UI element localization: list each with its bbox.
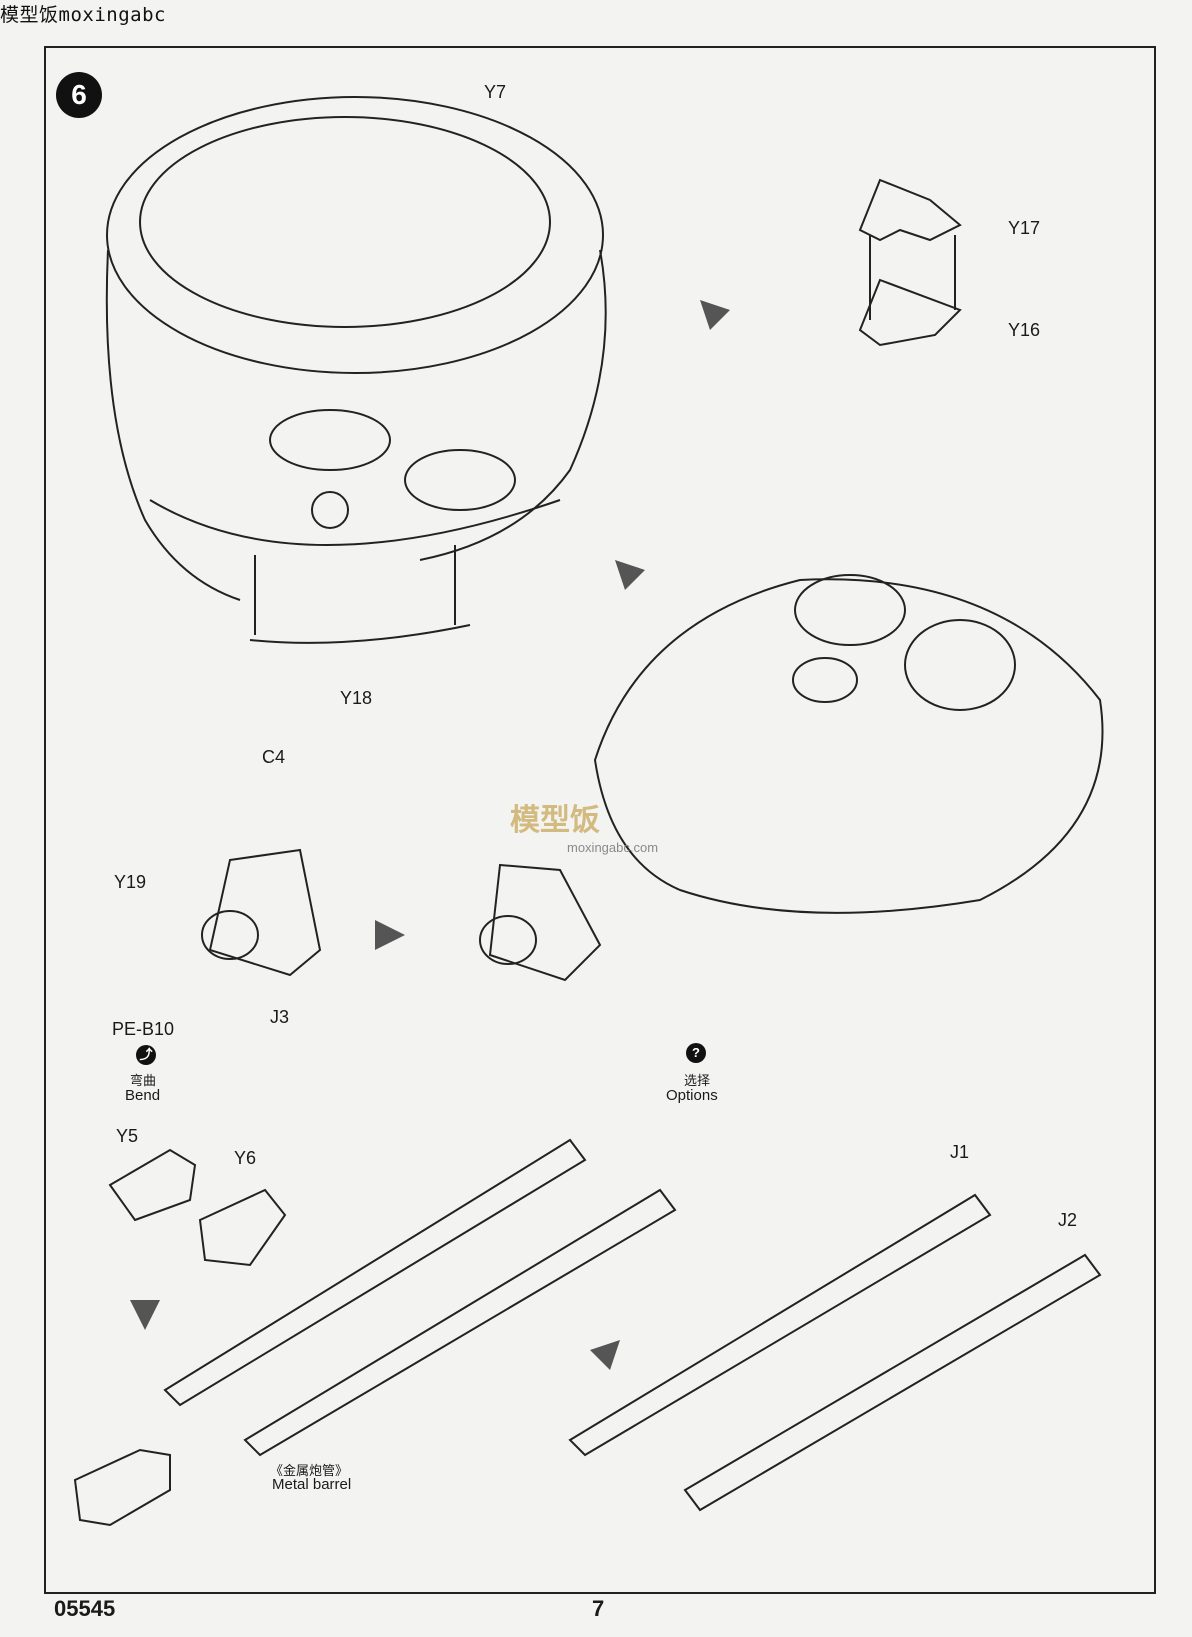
page-number: 7 [592, 1596, 605, 1621]
part-label-y6: Y6 [234, 1148, 257, 1168]
part-label-c4: C4 [262, 747, 286, 767]
bend-label-en: Bend [125, 1087, 161, 1104]
mantlet-part [201, 848, 602, 982]
part-label-y5: Y5 [116, 1126, 139, 1146]
periscope-part [858, 178, 962, 347]
rail-part [249, 624, 471, 644]
options-icon: ? [686, 1043, 706, 1063]
direction-arrow-icon [700, 300, 730, 330]
part-label-y16: Y16 [1008, 320, 1041, 340]
gun-barrel-part [163, 1138, 1102, 1512]
metal-barrel-label-en: Metal barrel [272, 1476, 352, 1493]
metal-barrel-label-cn: 《金属炮管》 [270, 1464, 349, 1479]
instruction-frame [44, 46, 1156, 1594]
part-label-j1: J1 [950, 1142, 970, 1162]
part-label-y19: Y19 [114, 872, 147, 892]
bend-label-cn: 弯曲 [130, 1074, 157, 1089]
watermark-url: moxingabc.com [567, 840, 659, 855]
muzzle-brake-part [73, 1148, 287, 1527]
step-number-badge: 6 [56, 72, 102, 118]
direction-arrow-icon [615, 560, 645, 590]
bend-icon: ⤴ [136, 1045, 156, 1065]
product-code: 05545 [54, 1596, 116, 1621]
part-label-y18: Y18 [340, 688, 373, 708]
watermark-top: 模型饭moxingabc [0, 4, 166, 26]
options-label-en: Options [666, 1087, 718, 1104]
part-label-y17: Y17 [1008, 218, 1041, 238]
direction-arrow-icon [590, 1340, 620, 1370]
direction-arrow-icon [375, 920, 405, 950]
part-label-j2: J2 [1058, 1210, 1078, 1230]
part-label-j3: J3 [270, 1007, 290, 1027]
turret-ring-part [105, 96, 607, 601]
part-label-y7: Y7 [484, 82, 507, 102]
direction-arrow-icon [130, 1300, 160, 1330]
options-label-cn: 选择 [684, 1074, 711, 1089]
turret-assembled [593, 574, 1104, 914]
part-label-pe-b10: PE-B10 [112, 1019, 175, 1039]
watermark-logo: 模型饭 [510, 803, 600, 838]
